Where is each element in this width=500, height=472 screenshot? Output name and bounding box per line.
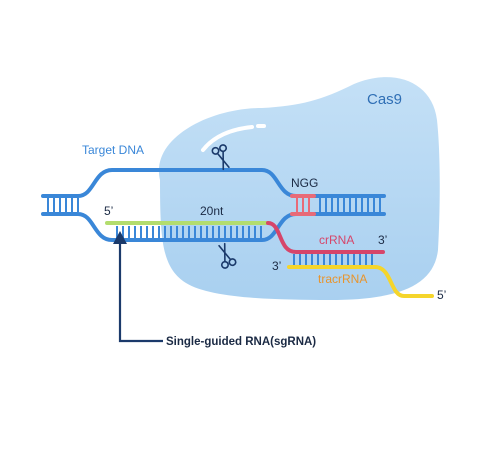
tracrrna-strand xyxy=(287,265,434,298)
crrna-strand xyxy=(266,221,385,254)
dna-strand-left-top xyxy=(41,168,386,198)
pam-rungs xyxy=(296,198,310,212)
target-dna-label: Target DNA xyxy=(82,143,144,157)
crrna-tracrrna-base-pairs xyxy=(293,254,373,265)
cas9-label: Cas9 xyxy=(367,91,402,108)
five-prime-left-label: 5’ xyxy=(104,204,113,218)
three-prime-right-label: 3’ xyxy=(378,233,387,247)
dna-base-pairs-right xyxy=(319,198,381,212)
twenty-nt-label: 20nt xyxy=(200,204,224,218)
tracrrna-label: tracrRNA xyxy=(318,272,367,286)
dna-base-pairs-left xyxy=(47,198,79,212)
crrna-label: crRNA xyxy=(319,233,354,247)
cas9-highlight xyxy=(201,125,254,152)
sgrna-label: Single-guided RNA(sgRNA) xyxy=(166,336,316,348)
three-prime-left-label: 3’ xyxy=(272,259,281,273)
ngg-label: NGG xyxy=(291,176,318,190)
scissors-icon-bottom xyxy=(218,242,237,269)
five-prime-tail-label: 5’ xyxy=(437,288,446,302)
dna-strand-left-bottom xyxy=(41,212,386,242)
guide-dna-base-pairs xyxy=(116,226,262,238)
sgrna-pointer-line xyxy=(118,240,163,343)
scissors-icon-top xyxy=(211,144,230,171)
sgrna-pointer-arrowhead xyxy=(113,231,127,244)
target-dna xyxy=(41,168,386,242)
